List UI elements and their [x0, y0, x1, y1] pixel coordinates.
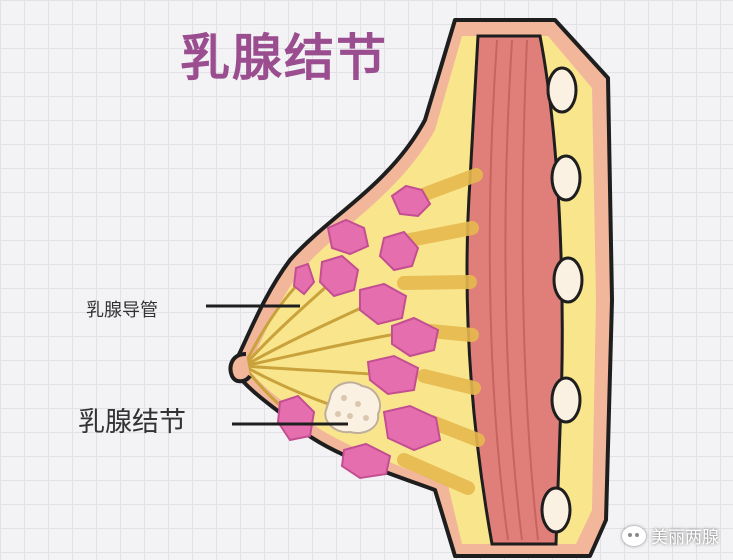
- watermark-text: 美丽两腺: [651, 528, 719, 548]
- diagram-title: 乳腺结节: [180, 29, 388, 87]
- muscle-fiber: [488, 39, 509, 541]
- nodule-label: 乳腺结节: [78, 407, 186, 438]
- wechat-icon: [622, 525, 646, 546]
- duct-label: 乳腺导管: [86, 300, 158, 321]
- rib: [550, 154, 582, 202]
- nodule: [324, 381, 381, 434]
- rib: [552, 256, 584, 304]
- muscle-fiber: [504, 39, 523, 541]
- nipple: [228, 352, 252, 384]
- ligaments: [397, 168, 485, 495]
- rib: [546, 66, 578, 114]
- rib: [540, 486, 572, 534]
- muscle-fiber: [521, 39, 539, 541]
- glandular-lobules: [276, 184, 442, 480]
- watermark: 美丽两腺: [622, 523, 719, 548]
- rib: [550, 376, 582, 424]
